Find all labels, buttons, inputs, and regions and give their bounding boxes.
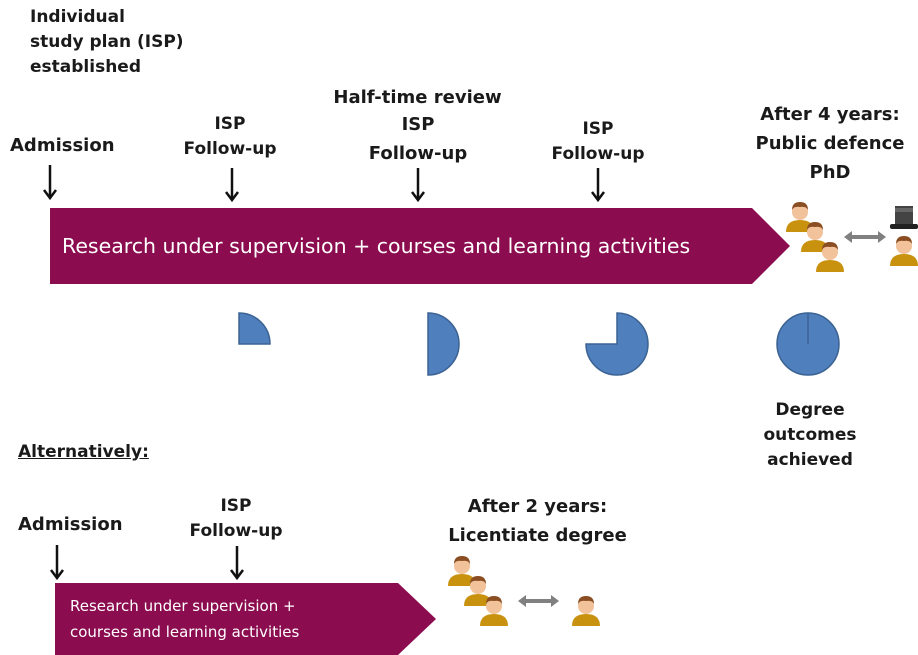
progress-pie-half bbox=[427, 312, 460, 376]
double-arrow-icon-alt bbox=[518, 595, 559, 607]
isp-followup-arrow-alt bbox=[230, 546, 244, 581]
licentiate-graduate-icon bbox=[572, 596, 600, 626]
progress-pie-full bbox=[776, 312, 840, 376]
degree-outcomes-label: Degree outcomes achieved bbox=[763, 400, 857, 470]
licentiate-committee-icon bbox=[448, 556, 508, 626]
phd-graduate-icon bbox=[890, 206, 918, 266]
isp-followup-label-1: ISP Follow-up bbox=[183, 114, 277, 159]
isp-followup-arrow-1 bbox=[225, 168, 239, 203]
isp-followup-label-3: ISP Follow-up bbox=[551, 119, 645, 164]
admission-arrow-alt bbox=[50, 545, 64, 581]
admission-arrow bbox=[43, 165, 57, 201]
after-2-years-label: After 2 years: Licentiate degree bbox=[448, 496, 627, 546]
admission-label: Admission bbox=[10, 135, 115, 156]
isp-followup-label-2: ISP Follow-up bbox=[368, 114, 468, 164]
isp-established-label: Individual study plan (ISP) established bbox=[30, 7, 184, 77]
isp-followup-arrow-3 bbox=[591, 168, 605, 203]
progress-pie-three-quarter bbox=[585, 312, 649, 376]
bottom-research-bar bbox=[55, 583, 436, 655]
isp-followup-label-alt: ISP Follow-up bbox=[189, 496, 283, 541]
half-time-review-label: Half-time review bbox=[333, 87, 502, 108]
alternatively-label: Alternatively: bbox=[18, 442, 149, 462]
isp-followup-arrow-2 bbox=[411, 168, 425, 203]
top-research-bar bbox=[50, 208, 790, 284]
admission-label-alt: Admission bbox=[18, 514, 123, 535]
bottom-bar-text: Research under supervision + courses and… bbox=[70, 597, 300, 641]
committee-people-icon bbox=[786, 202, 844, 272]
top-bar-text: Research under supervision + courses and… bbox=[62, 234, 691, 258]
after-4-years-label: After 4 years: Public defence PhD bbox=[755, 104, 905, 183]
progress-pie-quarter bbox=[238, 312, 271, 345]
double-arrow-icon bbox=[844, 231, 886, 243]
